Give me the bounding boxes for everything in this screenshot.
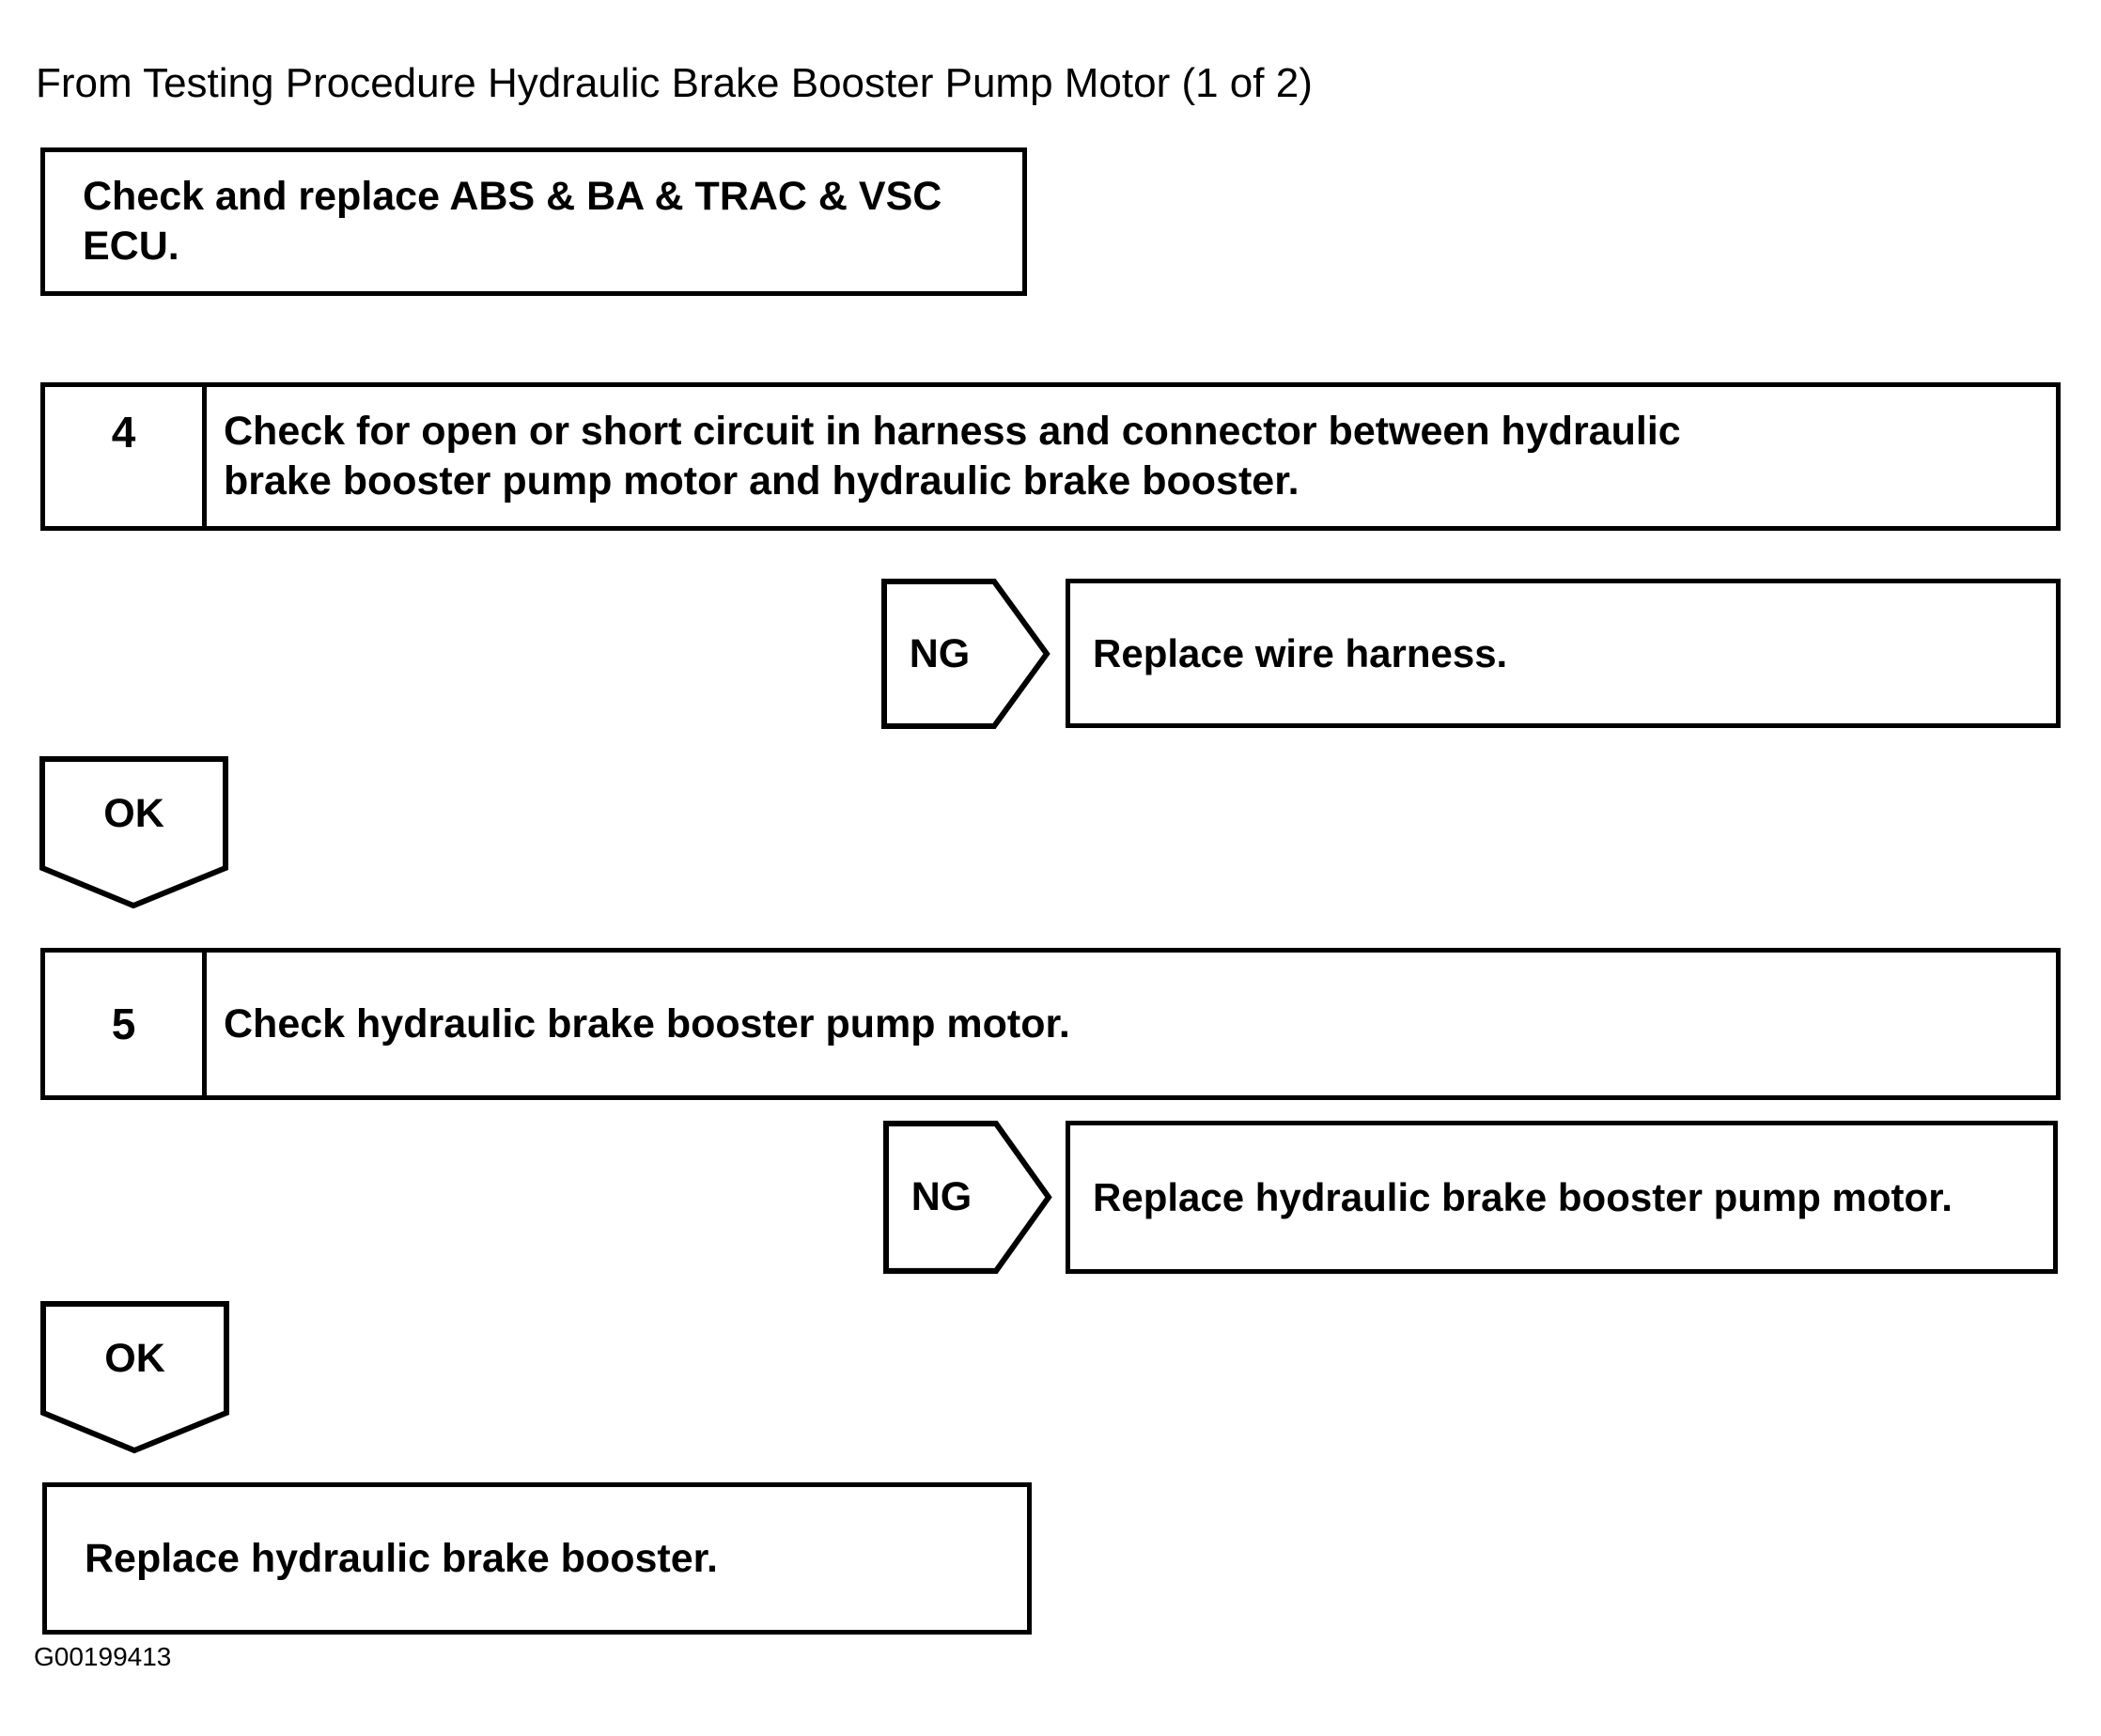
step-4-ng-connector: NG [881, 579, 1050, 729]
figure-id: G00199413 [34, 1642, 172, 1671]
step-5-ok-label: OK [104, 1335, 165, 1381]
step-4-ok-label: OK [103, 790, 164, 836]
step-4-ng-label: NG [909, 630, 971, 676]
entry-action-text: Check and replace ABS & BA & TRAC & VSC … [83, 174, 942, 269]
ng-pentagon-shape [881, 579, 1050, 729]
step-5-ng-label: NG [910, 1174, 973, 1219]
step-5-box: 5 Check hydraulic brake booster pump mot… [40, 948, 2061, 1100]
step-5-instruction: Check hydraulic brake booster pump motor… [224, 1000, 1070, 1046]
ok-pentagon-shape [39, 756, 228, 909]
step-5-ng-result-text: Replace hydraulic brake booster pump mot… [1093, 1174, 1953, 1219]
step-4-instruction: Check for open or short circuit in harne… [224, 409, 1681, 504]
page-title: From Testing Procedure Hydraulic Brake B… [36, 60, 1313, 106]
final-action-box: Replace hydraulic brake booster. [42, 1482, 1032, 1635]
ok-pentagon-shape [40, 1301, 229, 1454]
step-4-ok-connector: OK [39, 756, 228, 909]
step-5-number: 5 [45, 953, 207, 1095]
step-4-ng-result-text: Replace wire harness. [1093, 630, 1508, 675]
final-action-text: Replace hydraulic brake booster. [85, 1535, 718, 1581]
step-4-box: 4 Check for open or short circuit in har… [40, 382, 2061, 531]
step-5-ng-result-box: Replace hydraulic brake booster pump mot… [1066, 1121, 2058, 1274]
entry-action-box: Check and replace ABS & BA & TRAC & VSC … [40, 147, 1027, 296]
ng-pentagon-shape [883, 1121, 1052, 1274]
step-5-ng-connector: NG [883, 1121, 1052, 1274]
step-4-ng-result-box: Replace wire harness. [1066, 579, 2061, 728]
step-5-ok-connector: OK [40, 1301, 229, 1454]
step-4-number: 4 [45, 387, 207, 526]
